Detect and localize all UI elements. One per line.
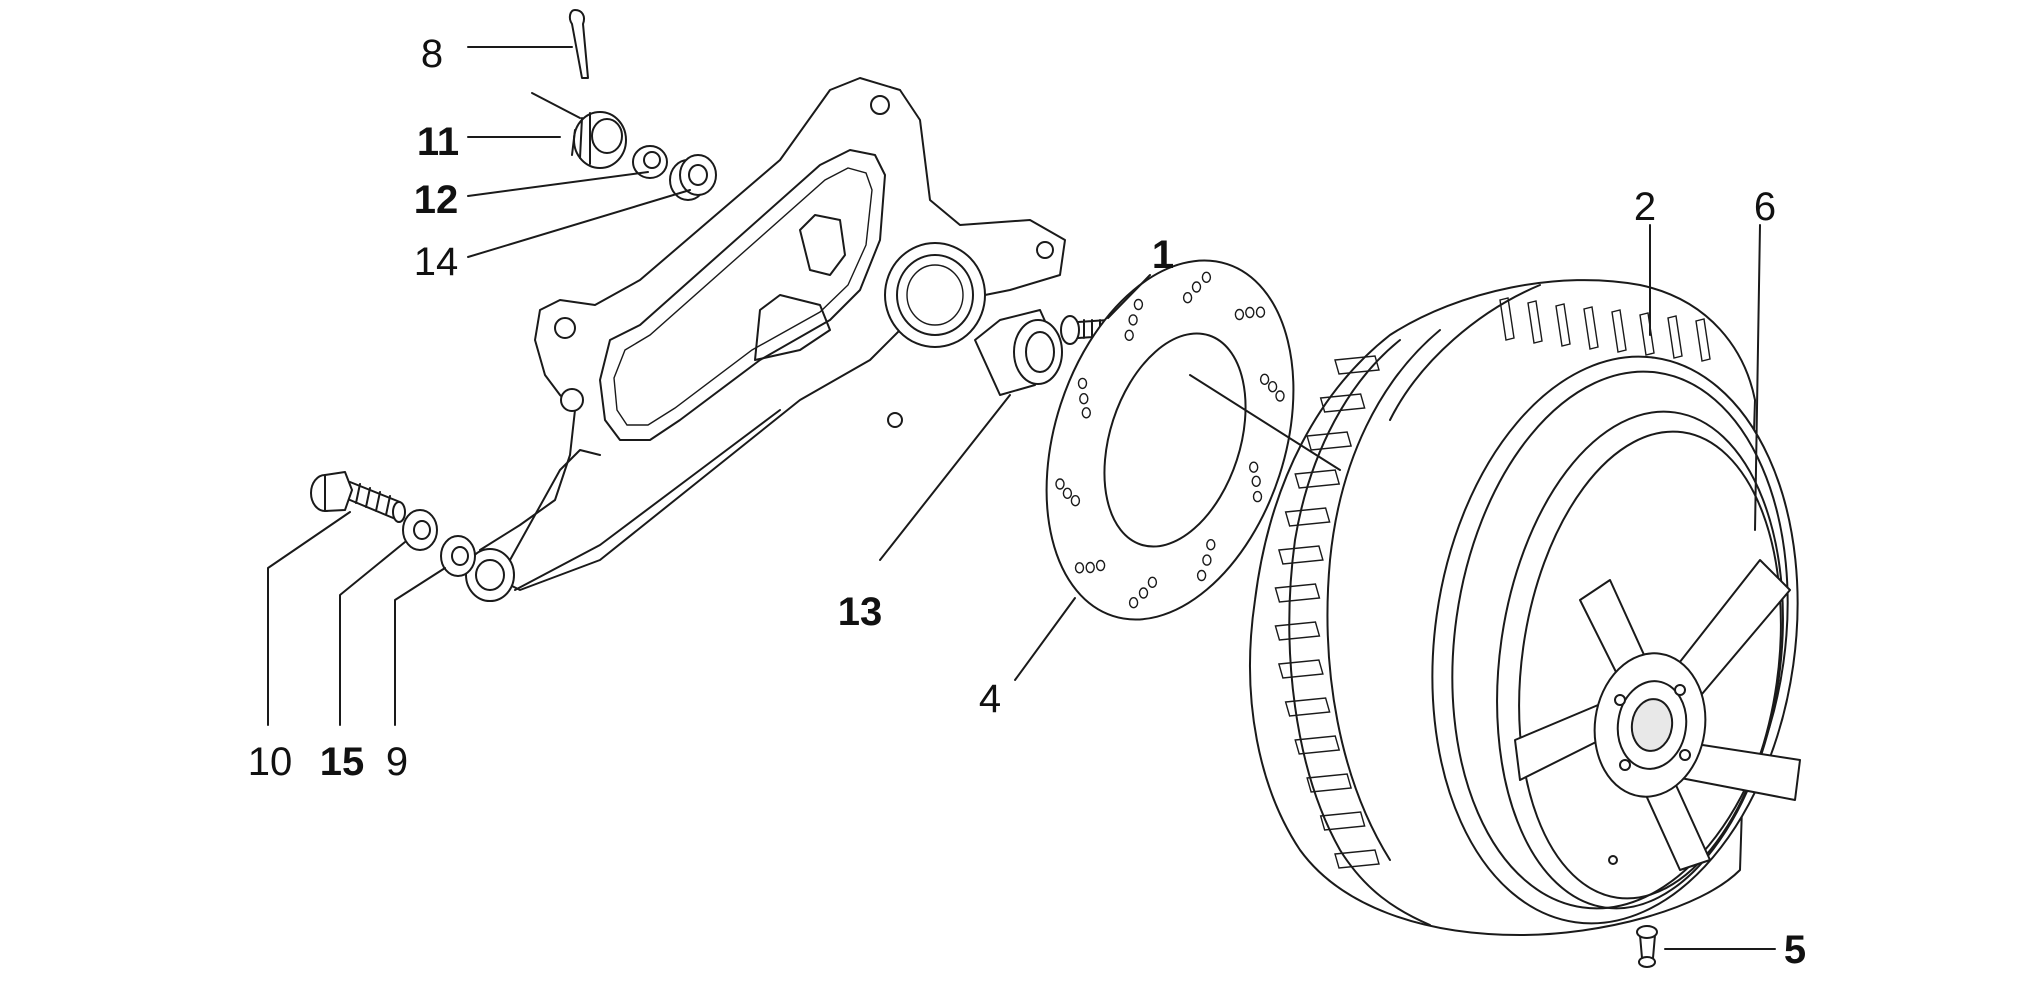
callout-8: 8 [421,32,443,76]
callout-5: 5 [1784,928,1806,972]
callout-11: 11 [417,120,459,164]
callout-10: 10 [248,740,293,784]
callout-6: 6 [1754,185,1776,229]
tread-groove [1695,318,1711,362]
tread-block [1274,583,1321,603]
callout-13: 13 [838,590,883,634]
wheel-rim [1431,355,1801,925]
disc-vent-hole [1275,390,1285,402]
disc-vent-hole [1245,306,1255,319]
disc-vent-hole [1079,393,1089,405]
disc-vent-hole [1133,298,1144,311]
disc-vent-hole [1128,314,1138,326]
disc-vent-hole [1267,381,1278,393]
disc-vent-hole [1182,292,1193,304]
tread-groove [1639,312,1655,356]
disc-vent-hole [1201,271,1212,283]
tread-block [1319,393,1366,413]
tread-block [1294,735,1341,755]
callout-2: 2 [1634,185,1656,229]
disc-vent-hole [1206,539,1216,551]
disc-vent-hole [1147,576,1158,588]
bolt [310,471,406,523]
tread-groove [1499,297,1515,341]
callout-1: 1 [1152,233,1174,277]
disc-vent-hole [1085,561,1095,574]
callout-4: 4 [979,677,1001,721]
tread-block [1319,811,1366,831]
swing-arm [465,77,1066,602]
tread-groove [1555,303,1571,347]
wheel-spacer [974,309,1063,396]
callout-labels: 8 11 12 14 1 2 6 13 4 10 15 9 5 [248,32,1806,972]
disc-vent-hole [1062,487,1073,499]
tread-block [1306,773,1353,793]
disc-vent-hole [1202,554,1212,566]
disc-vent-hole [1248,461,1259,473]
disc-vent-hole [1077,377,1088,390]
tread-block [1294,469,1341,489]
tread-block [1334,849,1380,869]
tread-groove [1583,306,1599,350]
tread-block [1277,659,1324,679]
disc-vent-hole [1074,562,1085,574]
disc-vent-hole [1055,478,1065,490]
callout-15: 15 [320,740,365,784]
tread-groove [1667,315,1683,359]
brake-disc [1045,259,1295,621]
tread-block [1306,431,1353,451]
tread-groove [1527,300,1543,344]
tread-block [1284,697,1331,717]
disc-vent-hole [1191,281,1202,293]
disc-vent-hole [1138,587,1149,599]
disc-vent-hole [1259,373,1270,385]
disc-vent-hole [1234,308,1245,321]
disc-vent-hole [1124,329,1134,341]
castle-nut [571,111,627,169]
nut [632,145,668,179]
disc-vent-hole [1070,495,1081,507]
disc-vent-hole [1095,559,1106,572]
disc-vent-hole [1255,306,1266,318]
spacer-bushing [669,154,717,201]
cotter-pin [568,9,589,79]
washer-15 [402,509,438,551]
disc-vent-hole [1251,475,1261,487]
disc-vent-hole [1128,597,1139,609]
tread-groove [1611,309,1627,353]
tread-block [1277,545,1324,565]
disc-vent-hole [1252,490,1263,503]
tread-block [1284,507,1331,527]
tread-block [1334,355,1380,375]
callout-14: 14 [414,240,459,284]
leader-lines [267,46,1776,950]
disc-vent-hole [1196,569,1207,582]
washer-9 [440,535,476,577]
disc-vent-hole [1081,407,1092,419]
callout-12: 12 [414,178,459,222]
tyre-valve [1636,925,1658,968]
tread-block [1274,621,1321,641]
callout-9: 9 [386,740,408,784]
